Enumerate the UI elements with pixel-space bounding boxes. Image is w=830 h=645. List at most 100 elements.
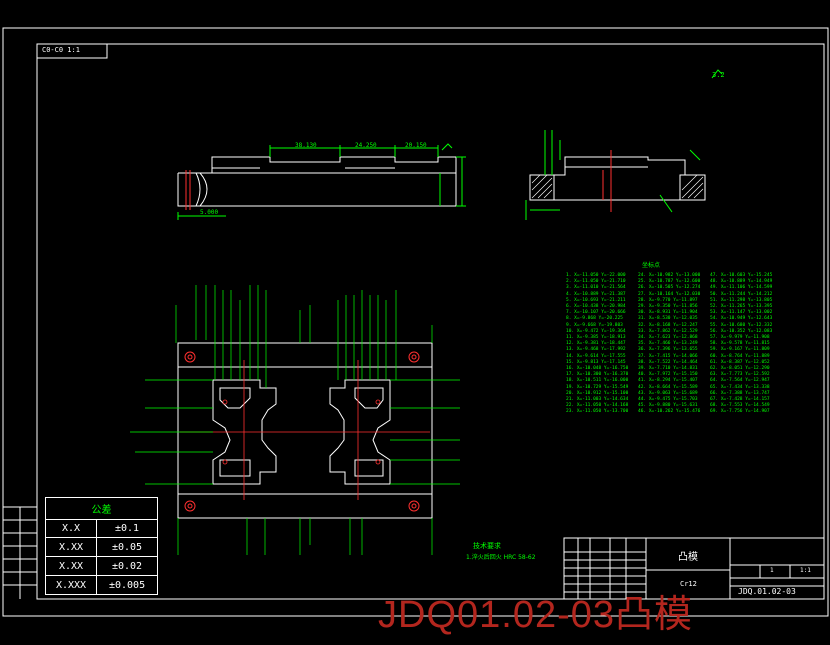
coord-point: 49. X=-11.106 Y=-14.599 [710,285,773,291]
coord-point: 33. X=-7.862 Y=-12.529 [638,328,698,334]
view-label: C0-C0 1:1 [42,46,80,54]
tol-pattern: X.XX [44,556,98,577]
coord-point: 41. X=-8.294 Y=-15.407 [638,378,698,384]
coord-point: 48. X=-10.889 Y=-14.949 [710,279,773,285]
coord-point: 46. X=-10.262 Y=-15.476 [638,409,701,415]
watermark: JDQ01.02-03凸模 [378,594,694,636]
coord-point: 45. X=-9.880 Y=-15.631 [638,403,698,409]
scale: 1:1 [800,567,811,574]
coord-point: 26. X=-10.505 Y=-12.274 [638,285,701,291]
coord-point: 31. X=-8.530 Y=-12.035 [638,316,698,322]
coord-point: 24. X=-10.982 Y=-13.000 [638,273,701,278]
coord-point: 42. X=-8.664 Y=-15.589 [638,384,698,390]
coord-point: 7. X=-10.107 Y=-20.666 [566,310,626,316]
coord-point: 54. X=-10.949 Y=-12.643 [710,316,773,322]
coord-point: 37. X=-7.415 Y=-14.066 [638,353,698,359]
coord-point: 1. X=-11.050 Y=-22.000 [566,273,626,278]
dim-sec-right2: 20.150 [405,142,427,149]
coord-point: 15. X=-9.813 Y=-17.145 [566,359,626,365]
front-view [177,143,466,220]
coord-point: 8. X=-9.868 Y=-20.225 [566,316,623,322]
coord-point: 43. X=-9.063 Y=-15.689 [638,390,698,396]
tol-value: ±0.05 [96,537,158,558]
coord-point: 11. X=-9.385 Y=-18.913 [566,335,626,341]
coord-point: 47. X=-10.603 Y=-15.245 [710,273,773,278]
view-label-box [36,43,108,59]
coord-point: 3. X=-11.010 Y=-21.564 [566,285,626,291]
coord-point: 63. X=-7.773 Y=-12.592 [710,372,770,378]
coord-point: 35. X=-7.466 Y=-13.249 [638,341,698,347]
coord-point: 23. X=-11.050 Y=-13.700 [566,409,629,415]
coord-point: 68. X=-7.553 Y=-14.549 [710,403,770,409]
side-view [525,69,723,220]
material: Cr12 [680,580,697,588]
roughness-mark: 3.2 [712,71,725,79]
tol-pattern: X.X [44,518,98,539]
coord-point: 66. X=-7.388 Y=-13.747 [710,390,770,396]
coord-point: 61. X=-8.387 Y=-12.052 [710,359,770,365]
coord-point: 59. X=-9.167 Y=-11.809 [710,347,770,353]
coord-point: 2. X=-11.050 Y=-21.710 [566,279,626,285]
coord-point: 6. X=-10.438 Y=-20.984 [566,304,626,310]
coord-point: 40. X=-7.972 Y=-15.150 [638,372,698,378]
coord-point: 34. X=-7.623 Y=-12.868 [638,335,698,341]
dim-top-width: 38.130 [295,142,317,149]
outer-frame [2,27,829,617]
coord-point: 69. X=-7.756 Y=-14.907 [710,409,770,415]
coord-point: 12. X=-9.381 Y=-18.447 [566,341,626,347]
coord-point: 5. X=-10.693 Y=-21.211 [566,297,626,303]
coord-point: 57. X=-9.979 Y=-11.908 [710,335,770,341]
tol-pattern: X.XXX [44,575,98,595]
tolerance-header: 公差 [45,497,158,520]
coord-point: 56. X=-10.352 Y=-12.083 [710,328,773,334]
dim-sec-right: 24.250 [355,142,377,149]
tolerance-table: 公差 X.X±0.1 X.XX±0.05 X.XX±0.02 X.XXX±0.0… [44,497,158,595]
coords-title: 坐标点 [642,262,661,269]
part-name: 凸模 [678,552,698,563]
coord-point: 51. X=-11.298 Y=-13.805 [710,297,773,303]
coord-point: 39. X=-7.710 Y=-14.831 [638,366,698,372]
plan-view [130,285,460,555]
coord-point: 21. X=-11.003 Y=-14.634 [566,397,629,403]
inner-frame [36,43,825,600]
title-block-frame [563,537,825,600]
coord-point: 20. X=-10.912 Y=-15.100 [566,390,629,396]
coord-point: 22. X=-11.050 Y=-14.168 [566,403,629,409]
coord-point: 14. X=-9.614 Y=-17.555 [566,353,626,359]
coord-point: 52. X=-11.265 Y=-13.395 [710,304,773,310]
drawing-number: JDQ.01.02-03 [738,587,796,596]
coord-point: 53. X=-11.147 Y=-13.002 [710,310,773,316]
coord-point: 13. X=-9.468 Y=-17.992 [566,347,626,353]
coord-point: 19. X=-10.729 Y=-15.549 [566,384,629,390]
coord-point: 65. X=-7.434 Y=-13.338 [710,384,770,390]
coord-point: 17. X=-10.300 Y=-16.370 [566,372,629,378]
coord-point: 27. X=-10.164 Y=-12.030 [638,291,701,297]
dim-left-tail: 5.000 [200,209,218,216]
tol-value: ±0.005 [96,575,158,595]
coord-point: 25. X=-10.787 Y=-12.600 [638,279,701,285]
binding-strip [3,506,37,599]
tol-value: ±0.02 [96,556,158,577]
tol-pattern: X.XX [44,537,98,558]
coord-point: 67. X=-7.428 Y=-14.157 [710,397,770,403]
tol-value: ±0.1 [96,518,158,539]
tech-req-title: 技术要求 [473,541,501,550]
tech-req-item: 1.淬火后回火 HRC 58-62 [466,553,536,561]
coord-point: 38. X=-7.522 Y=-14.464 [638,359,698,365]
coord-point: 60. X=-8.764 Y=-11.889 [710,353,770,359]
coord-point: 58. X=-9.578 Y=-11.815 [710,341,770,347]
coord-point: 50. X=-11.244 Y=-14.212 [710,291,773,297]
coord-point: 29. X=-9.350 Y=-11.856 [638,304,698,310]
coord-point: 16. X=-10.048 Y=-16.750 [566,366,629,372]
coord-point: 62. X=-8.051 Y=-12.290 [710,366,770,372]
coord-point: 32. X=-8.168 Y=-12.247 [638,322,698,328]
coord-point: 44. X=-9.475 Y=-15.703 [638,397,698,403]
coord-point: 55. X=-10.680 Y=-12.332 [710,322,773,328]
coord-point: 28. X=-9.770 Y=-11.897 [638,297,698,303]
coord-point: 10. X=-9.472 Y=-19.364 [566,328,626,334]
coord-point: 30. X=-8.931 Y=-11.904 [638,310,698,316]
coord-point: 4. X=-10.889 Y=-21.387 [566,291,626,297]
